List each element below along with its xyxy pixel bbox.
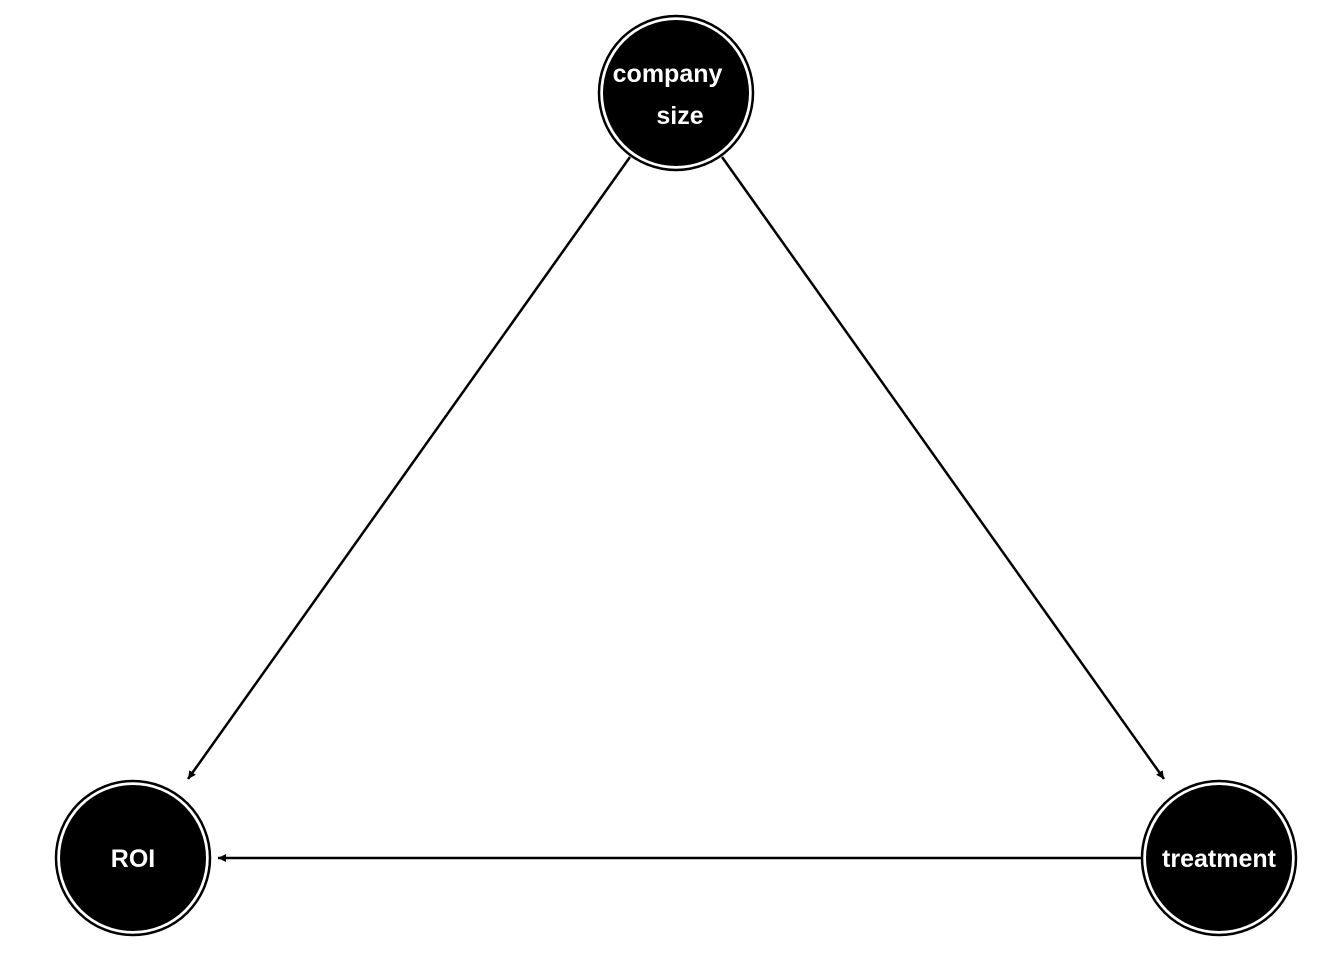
node-roi-label: ROI	[111, 845, 155, 873]
node-roi: ROI	[54, 779, 212, 937]
svg-text:treatment: treatment	[1162, 845, 1277, 873]
node-treatment-label: treatment	[1162, 845, 1277, 873]
node-treatment: treatment	[1140, 779, 1298, 937]
edge-company-size-to-roi	[186, 156, 632, 780]
svg-text:ROI: ROI	[111, 845, 155, 873]
svg-text:company size: company size	[613, 60, 730, 130]
node-company-size-label-line-2: size	[656, 102, 703, 130]
node-company-size-label-line-1: company	[613, 60, 723, 88]
node-company-size: company size	[597, 14, 755, 172]
edge-company-size-to-treatment	[720, 156, 1166, 780]
